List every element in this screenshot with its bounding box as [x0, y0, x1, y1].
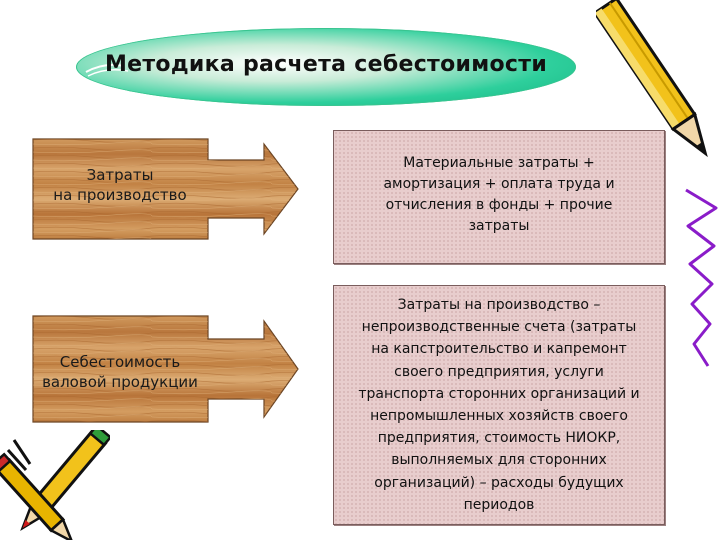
arrow-production-costs — [32, 138, 299, 240]
formula-line: организаций) – расходы будущих — [374, 474, 624, 491]
formula-line: предприятия, стоимость НИОКР, — [377, 430, 621, 447]
title-banner — [76, 28, 576, 106]
formula-box-gross-output-cost: Затраты на производство – непроизводстве… — [333, 285, 665, 525]
formula-line: транспорта сторонних организаций и — [358, 385, 640, 402]
scribble-right-icon — [685, 188, 718, 367]
arrow-gross-output-cost — [32, 315, 299, 423]
formula-line: периодов — [463, 496, 535, 513]
pencil-top-right-icon — [596, 0, 708, 158]
label-production-costs: Затраты на производство — [53, 166, 187, 204]
formula-line: непроизводственные счета (затраты — [361, 319, 637, 336]
formula-line: амортизация + оплата труда и — [383, 176, 615, 192]
formula-line: непромышленных хозяйств своего — [370, 408, 628, 425]
formula-line: на капстроительство и капремонт — [371, 341, 627, 358]
pencils-bottom-left-icon — [0, 430, 110, 540]
formula-line: своего предприятия, услуги — [394, 363, 604, 380]
formula-box-production-costs: Материальные затраты + амортизация + опл… — [333, 130, 665, 264]
page-title: Методика расчета себестоимости — [104, 52, 548, 77]
swoosh-icon — [85, 63, 129, 77]
formula-line: отчисления в фонды + прочие — [385, 197, 613, 213]
label-gross-output-cost: Себестоимость валовой продукции — [42, 353, 198, 391]
formula-line: Затраты на производство – — [397, 297, 601, 313]
formula-line: затраты — [468, 218, 530, 234]
formula-line: выполняемых для сторонних — [391, 452, 607, 469]
formula-line: Материальные затраты + — [403, 155, 595, 171]
